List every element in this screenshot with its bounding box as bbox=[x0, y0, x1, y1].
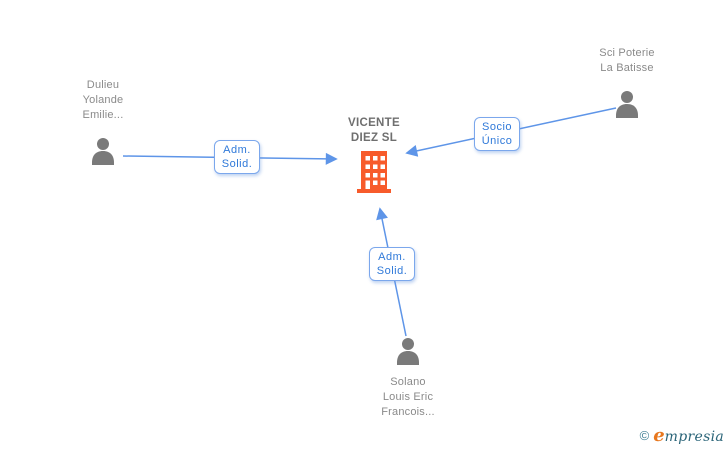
edge-label-line: Socio bbox=[481, 121, 513, 133]
brand-rest: mpresia bbox=[664, 429, 724, 445]
empresia-wordmark: empresia bbox=[653, 425, 724, 446]
person-node-sci-poterie[interactable]: Sci Poterie La Batisse bbox=[567, 46, 687, 121]
company-label-line: DIEZ SL bbox=[350, 132, 398, 144]
person-icon bbox=[616, 91, 638, 118]
company-node-vicente-diez[interactable]: VICENTE DIEZ SL bbox=[314, 116, 434, 194]
edge-label-adm-solid-left[interactable]: Adm. Solid. bbox=[214, 140, 260, 174]
company-label-line: VICENTE bbox=[348, 117, 400, 129]
edge-label-line: Adm. bbox=[378, 251, 406, 263]
person-label-line: Louis Eric bbox=[382, 391, 434, 403]
person-icon bbox=[397, 338, 419, 365]
edge-label-line: Único bbox=[481, 135, 513, 147]
building-icon bbox=[357, 151, 391, 193]
edge-label-line: Adm. bbox=[223, 144, 251, 156]
person-label-line: Solano bbox=[390, 376, 426, 388]
person-node-label: Dulieu Yolande Emilie... bbox=[83, 78, 124, 123]
person-node-solano[interactable]: Solano Louis Eric Francois... bbox=[348, 336, 468, 420]
person-node-dulieu[interactable]: Dulieu Yolande Emilie... bbox=[43, 78, 163, 168]
person-label-line: Yolande bbox=[82, 94, 124, 106]
company-node-label: VICENTE DIEZ SL bbox=[348, 116, 400, 146]
person-label-line: La Batisse bbox=[600, 62, 654, 74]
person-node-label: Sci Poterie La Batisse bbox=[599, 46, 654, 76]
person-node-label: Solano Louis Eric Francois... bbox=[381, 375, 435, 420]
person-label-line: Sci Poterie bbox=[599, 47, 655, 59]
edge-label-line: Solid. bbox=[376, 265, 408, 277]
person-icon bbox=[92, 138, 114, 165]
brand-initial: e bbox=[653, 425, 665, 446]
empresia-logo[interactable]: ©empresia bbox=[640, 425, 724, 446]
person-label-line: Emilie... bbox=[82, 109, 124, 121]
edge-label-adm-solid-bottom[interactable]: Adm. Solid. bbox=[369, 247, 415, 281]
edge-label-line: Solid. bbox=[221, 158, 253, 170]
person-label-line: Francois... bbox=[381, 406, 435, 418]
copyright-icon: © bbox=[639, 428, 650, 443]
edge-label-socio-unico[interactable]: Socio Único bbox=[474, 117, 520, 151]
person-label-line: Dulieu bbox=[86, 79, 120, 91]
